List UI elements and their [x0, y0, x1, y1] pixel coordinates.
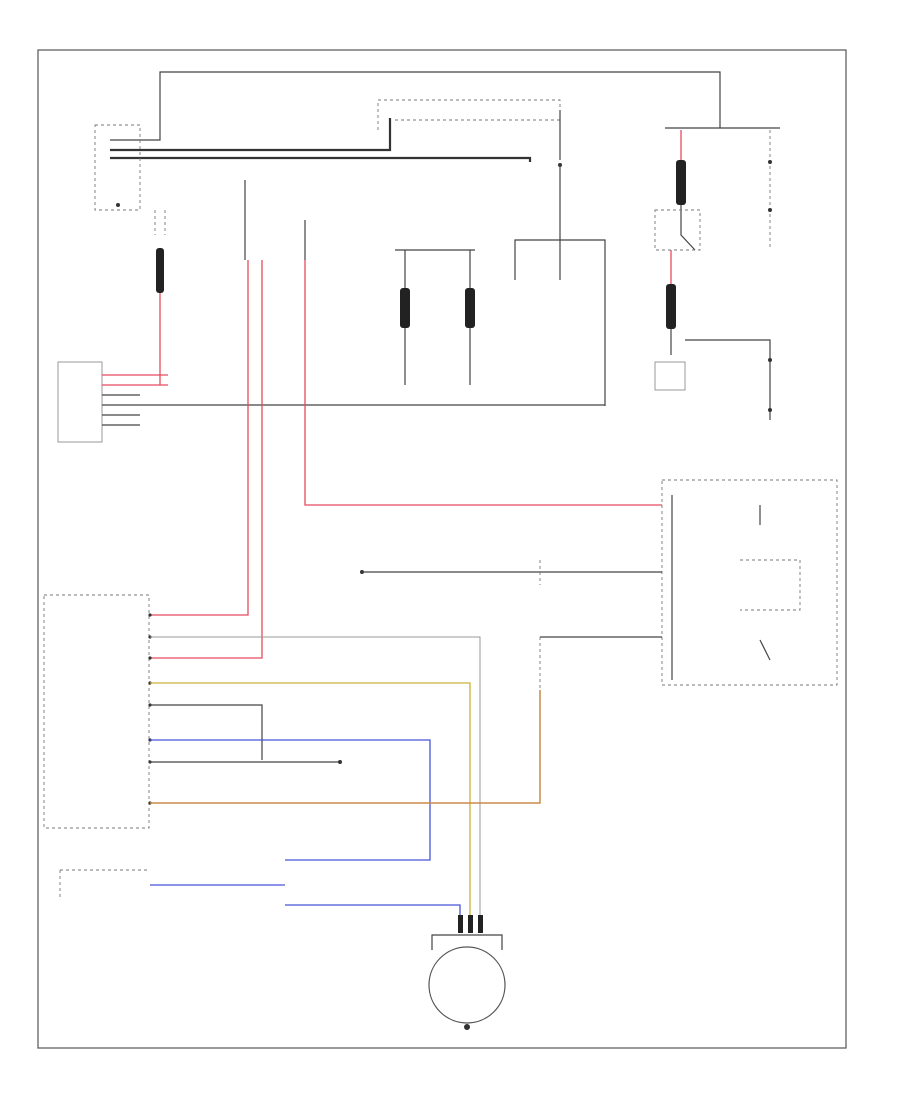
underhood-block-ground — [116, 203, 120, 207]
red-run-3 — [304, 260, 662, 506]
ipc-inner-box — [740, 559, 801, 611]
diagram-frame — [37, 49, 847, 1049]
relay-switch — [680, 205, 696, 251]
fuse-3 — [465, 288, 475, 328]
relay-module — [654, 361, 686, 391]
relay-dot-3 — [768, 358, 772, 362]
fuse-5 — [666, 284, 676, 329]
generator-pin-3 — [478, 915, 483, 933]
relay-dot-1 — [768, 160, 772, 164]
blue-run-1 — [150, 739, 431, 861]
generator-housing — [431, 934, 503, 950]
fuse-2 — [400, 288, 410, 328]
branch-left — [514, 165, 561, 280]
ecm-box — [43, 594, 150, 829]
underhood-block — [94, 124, 141, 211]
fuse-1 — [156, 248, 164, 293]
relay-dot-2 — [768, 208, 772, 212]
underhood-bus-2 — [110, 156, 532, 162]
gen-sense-wire — [150, 636, 481, 915]
ecm-pin-1 — [148, 613, 152, 617]
left-connector-wires — [102, 394, 605, 426]
yellow-run — [150, 682, 471, 915]
ecm-pin-3 — [148, 656, 152, 660]
fuse-pins-left — [154, 210, 166, 235]
top-feed-wire — [110, 71, 721, 141]
generator-pin-1 — [458, 915, 463, 933]
generator — [428, 946, 506, 1024]
red-run-2 — [150, 260, 263, 659]
ground-branch-1 — [150, 704, 263, 760]
ipc-switch — [759, 639, 771, 661]
relay-box — [654, 209, 701, 251]
left-connector-red — [102, 374, 168, 386]
fuse-4 — [676, 160, 686, 205]
relay-dot-4 — [768, 408, 772, 412]
lower-connector — [59, 869, 148, 900]
blue-run-3 — [285, 904, 461, 915]
red-run-1 — [150, 260, 249, 616]
ipc-box — [661, 479, 838, 686]
left-connector-box — [57, 361, 103, 443]
relay-lower-bus — [685, 339, 771, 420]
generator-ground — [464, 1024, 470, 1030]
ground-dot-2 — [338, 760, 342, 764]
generator-pin-2 — [468, 915, 473, 933]
branch-right — [560, 239, 606, 406]
dashed-splice-top — [377, 99, 561, 130]
underhood-bus-1 — [110, 118, 392, 152]
orange-run — [150, 690, 541, 804]
